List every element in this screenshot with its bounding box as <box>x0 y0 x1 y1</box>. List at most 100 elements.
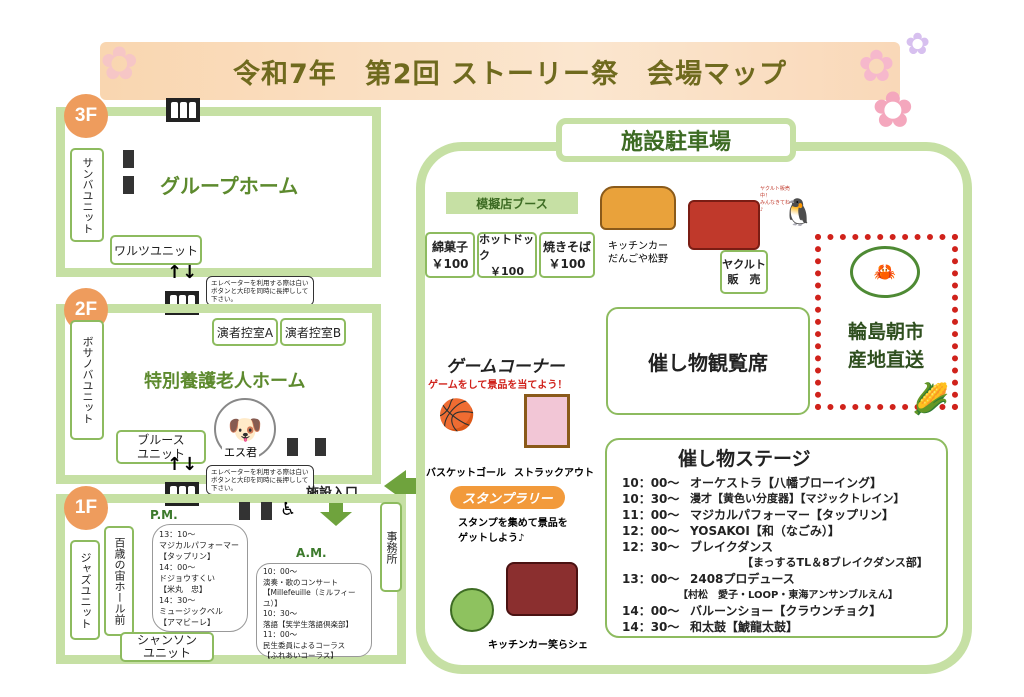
stage-time: 10：00～ <box>622 476 680 490</box>
restroom-icon <box>314 438 327 460</box>
floor-3f-badge: 3F <box>64 94 108 138</box>
basketball-icon: 🏀 <box>438 398 476 433</box>
kitchen-car-label: キッチンカー だんごや松野 <box>608 241 668 265</box>
pm-line: 【タップリン】 <box>159 552 215 561</box>
stage-box <box>605 438 948 638</box>
elevator-icon <box>166 98 200 122</box>
restroom-icon <box>286 438 299 460</box>
office-room: 事務所 <box>380 502 402 592</box>
am-line: 【ふれあいコーラス】 <box>263 651 338 660</box>
yakult-sign: ヤクルト販売中！ みんなきてね♪ <box>760 186 791 213</box>
pm-line: 14：30～ <box>159 596 196 605</box>
pm-line: 13：10～ <box>159 530 196 539</box>
unit-blues: ブルース ユニット <box>116 430 206 464</box>
pm-line: ミュージックベル <box>159 607 223 616</box>
mascot-name: エス君 <box>222 444 259 460</box>
stage-time: 14：30～ <box>622 620 680 634</box>
game-strikeout: ストラックアウト <box>514 468 594 479</box>
mascot-swallow-icon: 🐧 <box>782 198 815 228</box>
stage-act: 2408プロデュース <box>690 572 795 586</box>
kitchen-car-image <box>600 186 676 230</box>
stage-act: ブレイクダンス <box>690 540 774 554</box>
stamp-rally-subtitle: スタンプを集めて景品を ゲットしよう♪ <box>458 518 568 544</box>
unit-waltz: ワルツユニット <box>110 235 202 265</box>
unit-bossanova: ボサノバユニット <box>70 320 104 440</box>
kitchen-car2-image <box>506 562 578 616</box>
am-line: 民生委員によるコーラス <box>263 640 346 650</box>
page-title-text: 令和7年 第2回 ストーリー祭 会場マップ <box>233 58 787 90</box>
hall-front: 百歳の宙ホール前 <box>104 526 134 636</box>
unit-samba: サンバユニット <box>70 148 104 242</box>
stage-time: 12：00～ <box>622 524 680 538</box>
strike-out-board <box>524 394 570 448</box>
cherry-blossom-icon: ✿ <box>858 41 895 92</box>
title-band <box>100 42 900 100</box>
restroom-icon <box>122 176 135 198</box>
stage-act: 和太鼓【鯱龍太鼓】 <box>690 620 799 634</box>
stage-time: 11：00～ <box>622 508 680 522</box>
unit-chanson: シャンソン ユニット <box>120 632 214 662</box>
game-basketball: バスケットゴール <box>426 468 506 479</box>
cherry-blossom-icon: ✿ <box>905 27 931 62</box>
elevator-note: エレベーターを利用する際は白いボタンと大印を同時に長押しして下さい。 <box>206 465 314 495</box>
pm-program: 13：10～ マジカルパフォーマー 【タップリン】 14：00～ ドジョウすくい… <box>152 524 248 632</box>
stage-act: 【まっするTL＆8ブレイクダンス部】 <box>742 556 928 569</box>
stage-act: 【村松 愛子・LOOP・東海アンサンブルえん】 <box>678 590 899 601</box>
am-line: 11：00～ <box>263 630 298 639</box>
pm-line: 【アマビーレ】 <box>159 618 215 627</box>
seating-area: 催し物観覧席 <box>606 307 810 415</box>
floor-3f-frame <box>56 107 381 277</box>
corn-image: 🌽 <box>912 382 950 417</box>
up-down-arrow-icon: ↑↓ <box>167 454 198 475</box>
warasche-logo <box>450 588 494 632</box>
page-title: 令和7年 第2回 ストーリー祭 会場マップ <box>160 50 860 92</box>
kitchen-car2-label: キッチンカー笑らシェ <box>488 640 588 651</box>
game-subtitle: ゲームをして景品を当てよう！ <box>428 380 568 391</box>
stage-time: 10：30～ <box>622 492 680 506</box>
am-program: 10：00～ 演奏・歌のコンサート 【Millefeuille（ミルフィーユ）】… <box>256 563 372 660</box>
stage-act: オーケストラ【八幡ブローイング】 <box>690 476 883 490</box>
parking-title: 施設駐車場 <box>556 118 796 162</box>
cherry-blossom-icon: ✿ <box>100 36 139 90</box>
restroom-icon <box>122 150 135 172</box>
pm-line: 【米丸 忠】 <box>159 585 207 594</box>
down-arrow-icon <box>320 512 352 526</box>
booth-yakisoba: 焼きそば￥100 <box>539 232 595 278</box>
stage-time: 14：00～ <box>622 604 680 618</box>
stage-time: 13：00～ <box>622 572 680 586</box>
yakult-label: ヤクルト 販 売 <box>720 250 768 294</box>
game-title: ゲームコーナー <box>446 357 565 377</box>
booths-title: 模擬店ブース <box>446 192 578 214</box>
floor-1f-badge: 1F <box>64 486 108 530</box>
pm-label: P.M. <box>150 508 178 522</box>
market-label: 輪島朝市 産地直送 <box>847 321 924 371</box>
elevator-note: エレベーターを利用する際は白いボタンと大印を同時に長押しして下さい。 <box>206 276 314 306</box>
pm-line: マジカルパフォーマー <box>159 541 239 550</box>
up-down-arrow-icon: ↑↓ <box>167 262 198 283</box>
stage-title: 催し物ステージ <box>678 448 811 470</box>
room-performer-a: 演者控室A <box>212 318 278 346</box>
stage-act: バルーンショー【クラウンチョク】 <box>690 604 882 618</box>
am-line: 10：00～ <box>263 567 298 576</box>
room-performer-b: 演者控室B <box>280 318 346 346</box>
down-arrow-bar <box>329 500 343 513</box>
cherry-blossom-icon: ✿ <box>872 81 914 139</box>
unit-jazz: ジャズユニット <box>70 540 100 640</box>
am-label: A.M. <box>296 546 327 560</box>
stage-act: 漫才【黄色い分度器】【マジックトレイン】 <box>690 492 905 505</box>
booth-cotton-candy: 綿菓子￥100 <box>425 232 475 278</box>
am-line: 10：30～ <box>263 609 298 618</box>
stage-act: マジカルパフォーマー【タップリン】 <box>690 508 895 522</box>
pm-line: 14：00～ <box>159 563 196 572</box>
am-line: 演奏・歌のコンサート <box>263 577 338 587</box>
restroom-icon <box>238 502 251 524</box>
floor-2f-name: 特別養護老人ホーム <box>144 371 306 392</box>
stage-time: 12：30～ <box>622 540 680 554</box>
wheelchair-icon: ♿ <box>280 499 297 520</box>
am-line: 【Millefeuille（ミルフィーユ）】 <box>263 588 356 608</box>
floor-3f-name: グループホーム <box>160 174 299 198</box>
stage-act: YOSAKOI【和（なごみ）】 <box>690 524 840 538</box>
restroom-icon <box>260 502 273 524</box>
am-line: 落語【笑学生落語倶楽部】 <box>263 619 353 629</box>
stamp-rally-title: スタンプラリー <box>450 486 565 509</box>
